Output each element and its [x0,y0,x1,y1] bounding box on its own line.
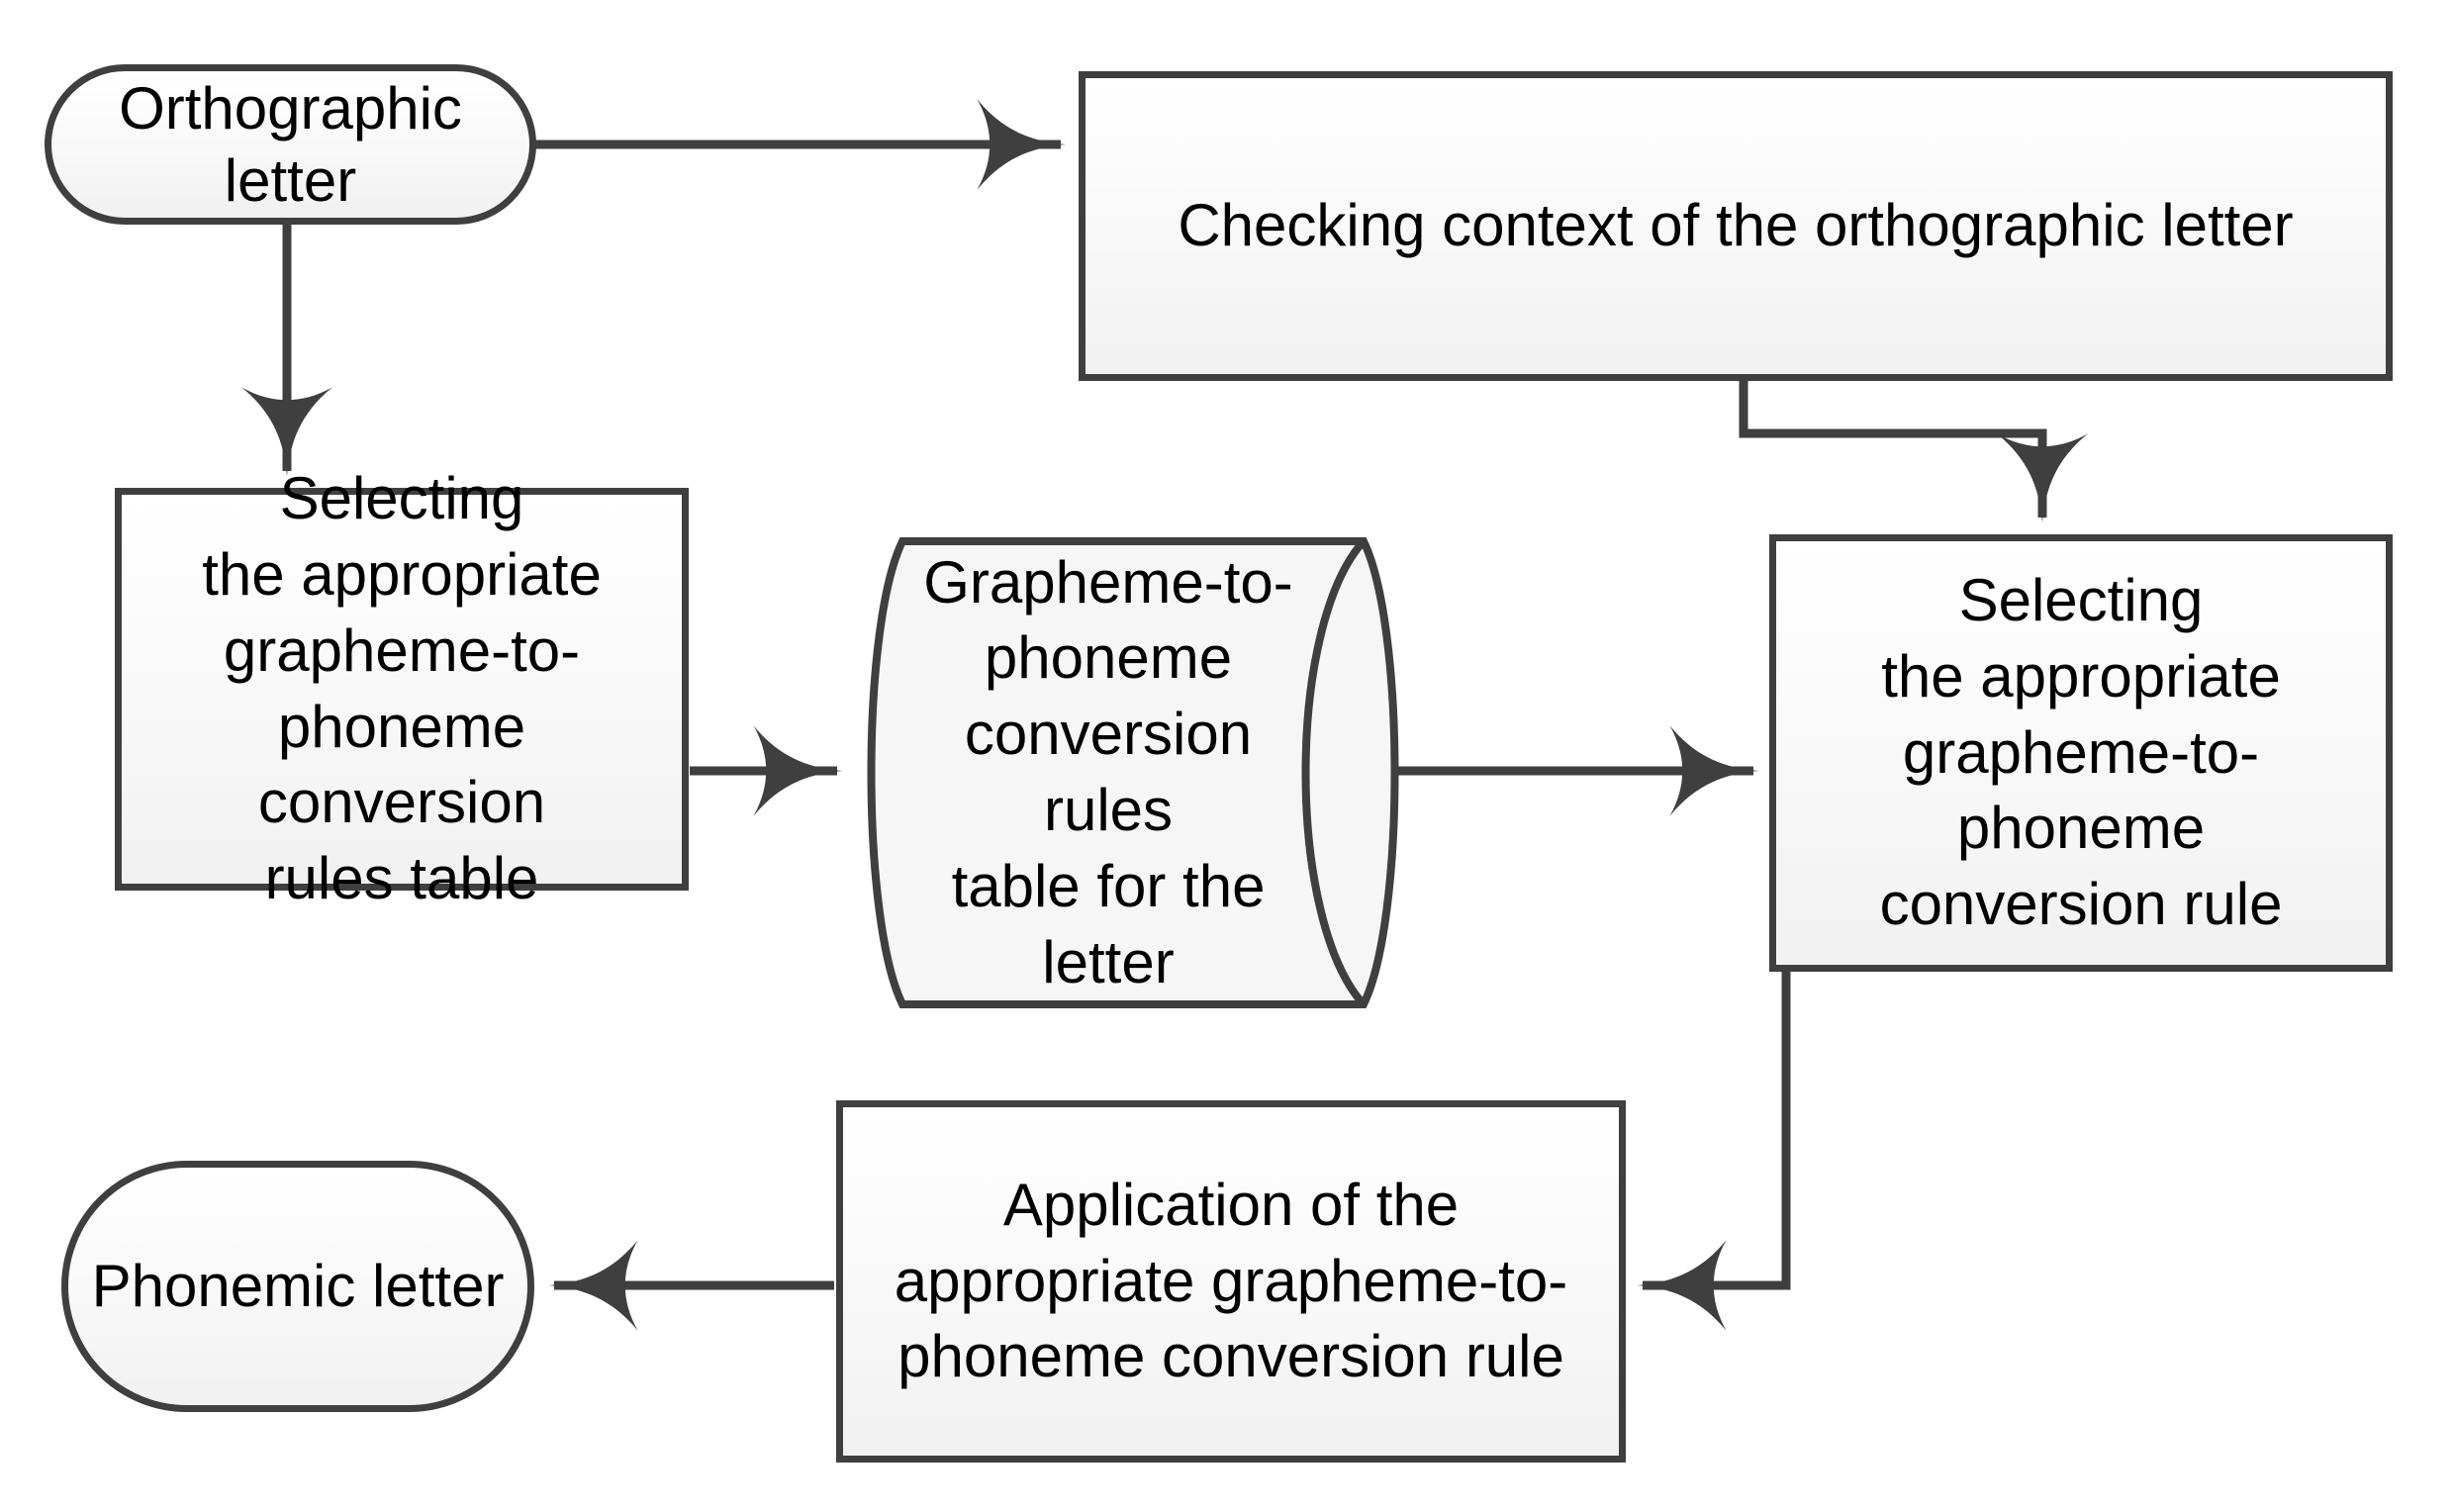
node-phonemic-letter[interactable]: Phonemic letter [61,1161,534,1412]
node-rules-table-store[interactable]: Grapheme-to- phoneme conversion rules ta… [851,537,1415,1008]
node-select-rule[interactable]: Selecting the appropriate grapheme-to- p… [1769,534,2393,972]
node-rules-table-store-label: Grapheme-to- phoneme conversion rules ta… [923,548,1293,995]
edge-checking-to-select-rule [1739,380,2088,523]
node-checking-context-label: Checking context of the orthographic let… [1178,192,2294,259]
cylinder-outline [867,537,1399,1008]
node-apply-rule[interactable]: Application of the appropriate grapheme-… [836,1100,1626,1463]
edge-select-rule-to-apply [1637,972,1791,1331]
node-apply-rule-label: Application of the appropriate grapheme-… [894,1171,1568,1390]
node-orthographic-letter-label: Orthographic letter [119,74,462,214]
node-select-rules-table[interactable]: Selecting the appropriate grapheme-to- p… [115,465,689,911]
node-select-rule-label: Selecting the appropriate grapheme-to- p… [1879,567,2283,938]
node-select-rules-table-label: Selecting the appropriate grapheme-to- p… [202,465,602,912]
node-phonemic-letter-label: Phonemic letter [91,1253,505,1320]
node-orthographic-letter[interactable]: Orthographic letter [45,64,536,225]
node-checking-context[interactable]: Checking context of the orthographic let… [1079,71,2393,381]
